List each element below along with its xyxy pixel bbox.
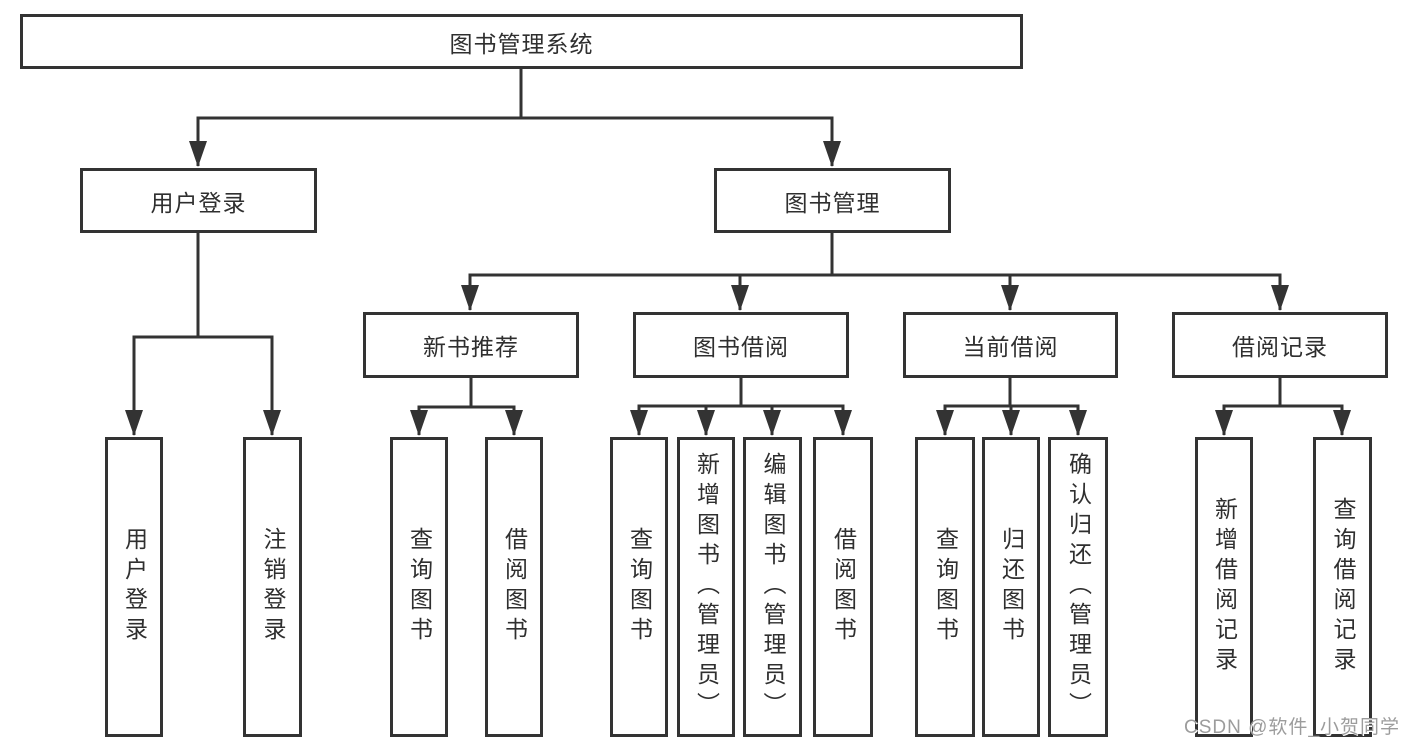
node-leaf-br-query-record: 查询借阅记录 (1313, 437, 1372, 737)
node-borrowing-records: 借阅记录 (1172, 312, 1388, 378)
node-book-borrowing: 图书借阅 (633, 312, 849, 378)
node-leaf-bb-edit-books-admin: 编辑图书（管理员） (743, 437, 802, 737)
node-book-management: 图书管理 (714, 168, 951, 233)
node-leaf-br-add-record: 新增借阅记录 (1195, 437, 1253, 737)
node-leaf-bb-borrow-books: 借阅图书 (813, 437, 873, 737)
node-leaf-nb-query-books: 查询图书 (390, 437, 448, 737)
node-leaf-cb-confirm-return-admin: 确认归还（管理员） (1048, 437, 1108, 737)
node-leaf-nb-borrow-books: 借阅图书 (485, 437, 543, 737)
node-leaf-user-login: 用户登录 (105, 437, 163, 737)
watermark-text: CSDN @软件_小贺同学 (1184, 717, 1400, 738)
node-current-borrowing: 当前借阅 (903, 312, 1118, 378)
node-leaf-bb-add-books-admin: 新增图书（管理员） (677, 437, 735, 737)
node-user-login: 用户登录 (80, 168, 317, 233)
node-leaf-logout: 注销登录 (243, 437, 302, 737)
node-leaf-cb-query-books: 查询图书 (915, 437, 975, 737)
node-root: 图书管理系统 (20, 14, 1023, 69)
node-leaf-cb-return-books: 归还图书 (982, 437, 1040, 737)
node-new-book-recommend: 新书推荐 (363, 312, 579, 378)
node-leaf-bb-query-books: 查询图书 (610, 437, 668, 737)
